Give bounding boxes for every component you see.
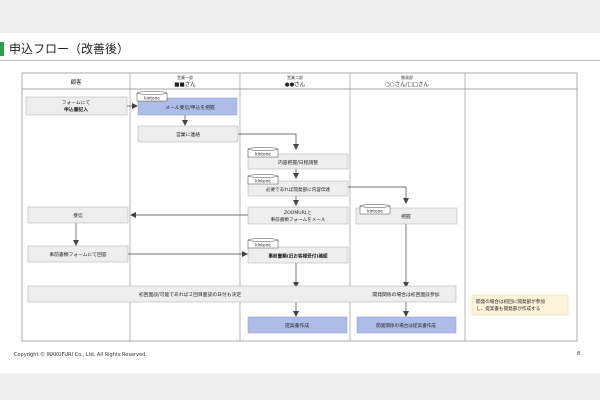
kintone-label: kintone [255, 152, 271, 157]
step-proposal-dev-label: 開発関係の場合は提案書作成 [376, 322, 436, 329]
kintone-label: kintone [255, 179, 271, 184]
step-inform-dev-label: 必要であれば開発部に内容伝達 [266, 186, 331, 193]
title-divider [0, 60, 600, 61]
dev-note-line1: 開発の場合は初回に開発部が参加 [476, 298, 545, 305]
step-dev-grasp-label: 把握 [401, 213, 411, 220]
step-schedule-adjust-label: 内容把握/日程調整 [278, 159, 318, 166]
step-mail-received: メール受信/申込を把握 [137, 97, 238, 116]
kintone-database-icon: kintone [247, 238, 279, 249]
step-customer-receive-label: 受信 [73, 212, 83, 219]
column-header-sales2-role: 営業二部 [287, 74, 303, 80]
kintone-database-icon: kintone [359, 204, 391, 215]
step-contact-sales-label: 営業に連絡 [176, 131, 200, 138]
step-proposal-dev: 開発関係の場合は提案書作成 [356, 316, 457, 334]
kintone-label: kintone [367, 209, 383, 214]
kintone-label: kintone [144, 96, 160, 101]
column-header-dev-name: ○○さん/□□さん [385, 81, 429, 88]
flow-diagram: 顧客 営業一部 ■■さん 営業二部 ●●さん 開発部 ○○さん/□□さん フォー… [21, 72, 578, 342]
step-send-zoom-url: ZOOMURLと 事前書類フォームをメール [247, 206, 349, 225]
dev-note-line2: し、提案書も開発部が作成する [476, 305, 540, 312]
kintone-label: kintone [255, 243, 271, 248]
dev-note-callout: 開発の場合は初回に開発部が参加 し、提案書も開発部が作成する [471, 294, 569, 316]
column-header-sales1-role: 営業一部 [177, 74, 193, 80]
page-title: 申込フロー（改善後） [9, 42, 130, 56]
step-mail-received-label: メール受信/申込を把握 [165, 104, 215, 111]
copyright-footer: Copyright © WAKUFURI Co., Ltd. All Right… [14, 352, 147, 358]
step-application-form-line1: フォームにて [62, 100, 91, 106]
step-pre-document-answer-label: 事前書類フォームにて回答 [49, 251, 107, 258]
column-header-sales2-name: ●●さん [285, 81, 306, 88]
slide: 申込フロー（改善後） Copyright © WAKUFURI Co., Ltd… [0, 33, 600, 373]
step-application-form-line2: 申込書記入 [64, 106, 88, 113]
step-proposal-sales: 提案書作成 [247, 316, 348, 334]
step-pre-document-check-label: 事前書類(旧お客様受付)確認 [268, 253, 328, 260]
kintone-database-icon: kintone [247, 147, 279, 158]
step-send-zoom-url-line1: ZOOMURLと [284, 210, 312, 216]
step-pre-document-check: 事前書類(旧お客様受付)確認 [247, 246, 349, 264]
column-header-sales1-name: ■■さん [174, 81, 196, 88]
step-schedule-adjust: 内容把握/日程調整 [247, 153, 349, 170]
page-number: 8 [577, 351, 581, 357]
kintone-database-icon: kintone [247, 174, 279, 185]
step-send-zoom-url-line2: 事前書類フォームをメール [271, 216, 326, 223]
step-inform-dev: 必要であれば開発部に内容伝達 [247, 180, 349, 197]
step-pre-document-answer: 事前書類フォームにて回答 [27, 245, 129, 263]
step-dev-attend-label: 開発関係の場合は初回面談参加 [372, 291, 439, 298]
column-header-dev-role: 開発部 [401, 74, 413, 80]
title-accent-bar [0, 42, 4, 56]
flow-arrows [73, 103, 409, 317]
step-customer-receive: 受信 [27, 206, 129, 224]
kintone-database-icon: kintone [136, 91, 168, 102]
step-application-form: フォームにて 申込書記入 [25, 96, 128, 116]
column-header-customer: 顧客 [70, 78, 82, 86]
step-first-meeting: 初回面談/可能であれば２回目面談の日付も決定 開発関係の場合は初回面談参加 [27, 285, 457, 303]
step-contact-sales: 営業に連絡 [137, 125, 239, 143]
step-proposal-sales-label: 提案書作成 [285, 322, 309, 329]
step-first-meeting-label: 初回面談/可能であれば２回目面談の日付も決定 [139, 291, 242, 298]
